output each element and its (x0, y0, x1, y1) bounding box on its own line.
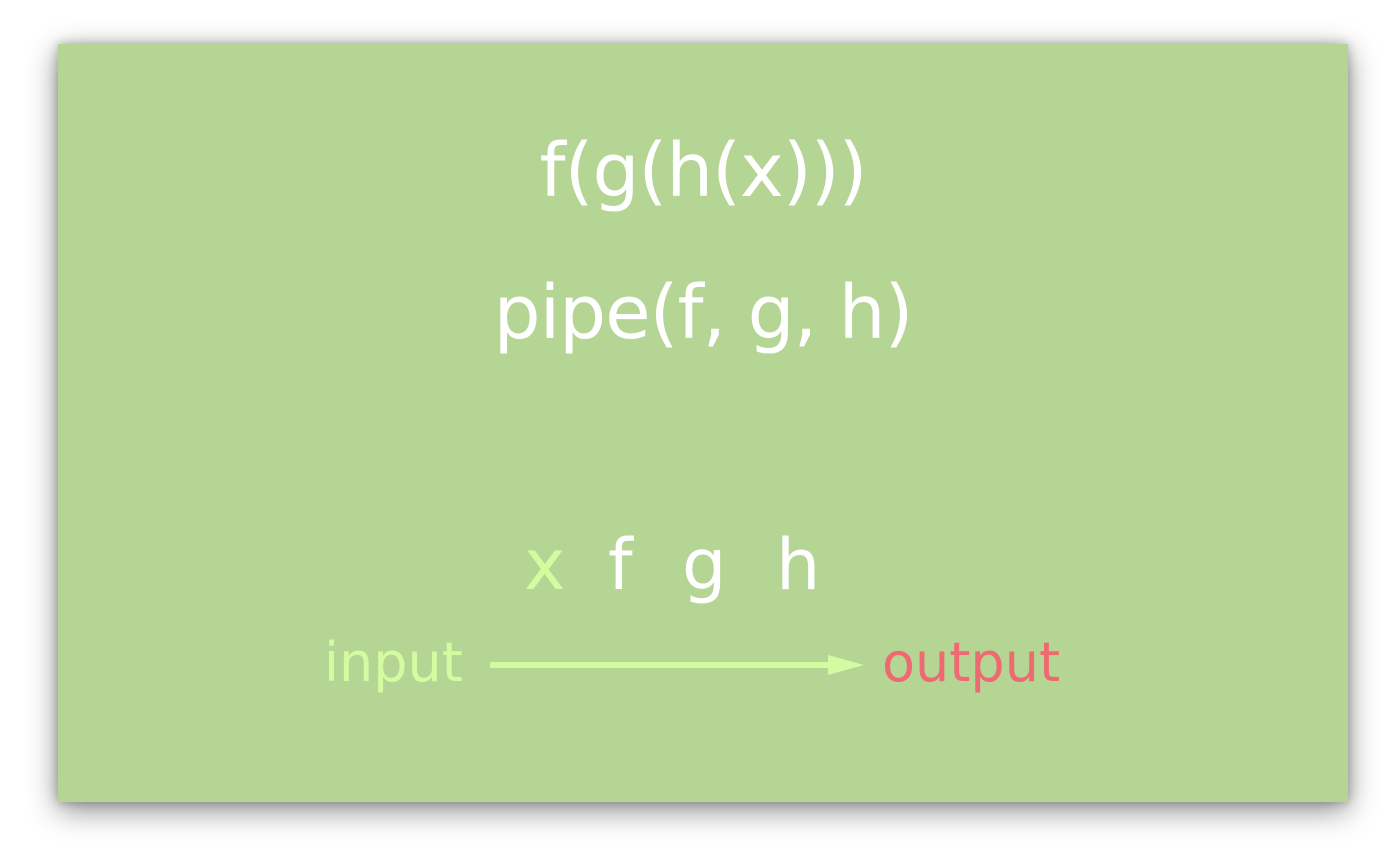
nested-expression: f(g(h(x))) (539, 128, 868, 214)
output-label: output (882, 631, 1061, 694)
input-label: input (324, 631, 463, 694)
sequence-g: g (682, 524, 727, 606)
pipe-expression: pipe(f, g, h) (493, 270, 914, 356)
sequence-f: f (608, 524, 633, 606)
slide-panel: f(g(h(x))) pipe(f, g, h) x f g h input o… (58, 44, 1348, 802)
flow-arrow-icon (490, 655, 864, 675)
flow-arrow-head (828, 655, 864, 675)
sequence-x: x (524, 524, 566, 606)
sequence-h: h (776, 524, 821, 606)
